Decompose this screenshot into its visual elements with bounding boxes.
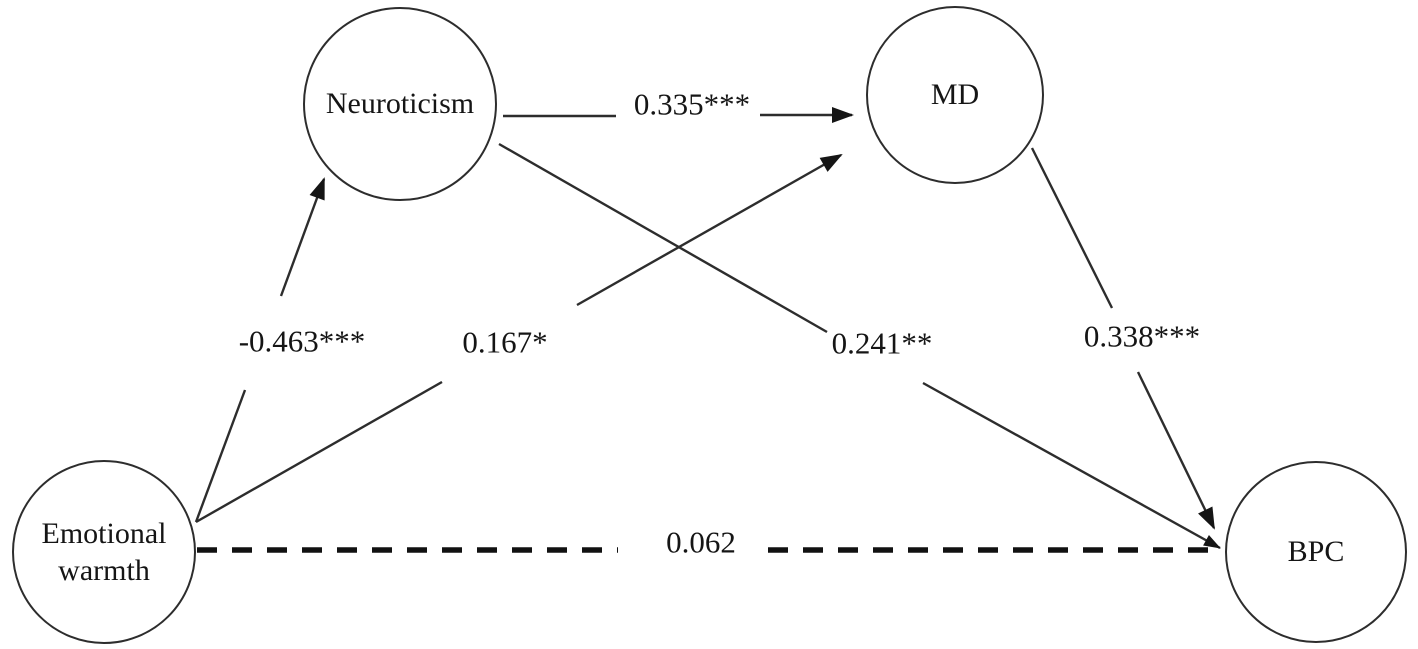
node-emotional-warmth: Emotional warmth — [12, 460, 196, 644]
coefficient-ew-to-bpc: 0.062 — [666, 524, 736, 560]
coefficient-ew-to-md: 0.167* — [462, 324, 548, 360]
node-label-md: MD — [930, 78, 980, 112]
node-neuroticism: Neuroticism — [303, 7, 497, 201]
coefficient-neuroticism-to-md: 0.335*** — [633, 86, 751, 122]
edge-neuroticism-to-bpc-segment-upper — [498, 142, 828, 334]
coefficient-neuroticism-to-bpc: 0.241** — [831, 325, 933, 361]
coefficient-ew-to-neuroticism: -0.463*** — [238, 323, 366, 359]
edge-neuroticism-to-bpc-segment-lower — [922, 381, 1221, 550]
edge-ew-to-neuroticism-segment-lower — [194, 389, 247, 523]
edge-ew-to-neuroticism-segment-upper — [279, 177, 326, 297]
edge-ew-to-md-segment-lower — [195, 380, 443, 524]
node-bpc: BPC — [1225, 461, 1407, 643]
node-label-bpc: BPC — [1287, 535, 1345, 569]
node-label-neuroticism: Neuroticism — [325, 87, 475, 121]
coefficient-md-to-bpc: 0.338*** — [1083, 318, 1201, 354]
edge-md-to-bpc-segment-lower — [1136, 371, 1216, 530]
edge-ew-to-md-segment-upper — [576, 153, 843, 307]
node-label-emotional-warmth: Emotional warmth — [41, 516, 167, 588]
node-md: MD — [866, 6, 1044, 184]
edge-md-to-bpc-segment-upper — [1030, 147, 1114, 309]
